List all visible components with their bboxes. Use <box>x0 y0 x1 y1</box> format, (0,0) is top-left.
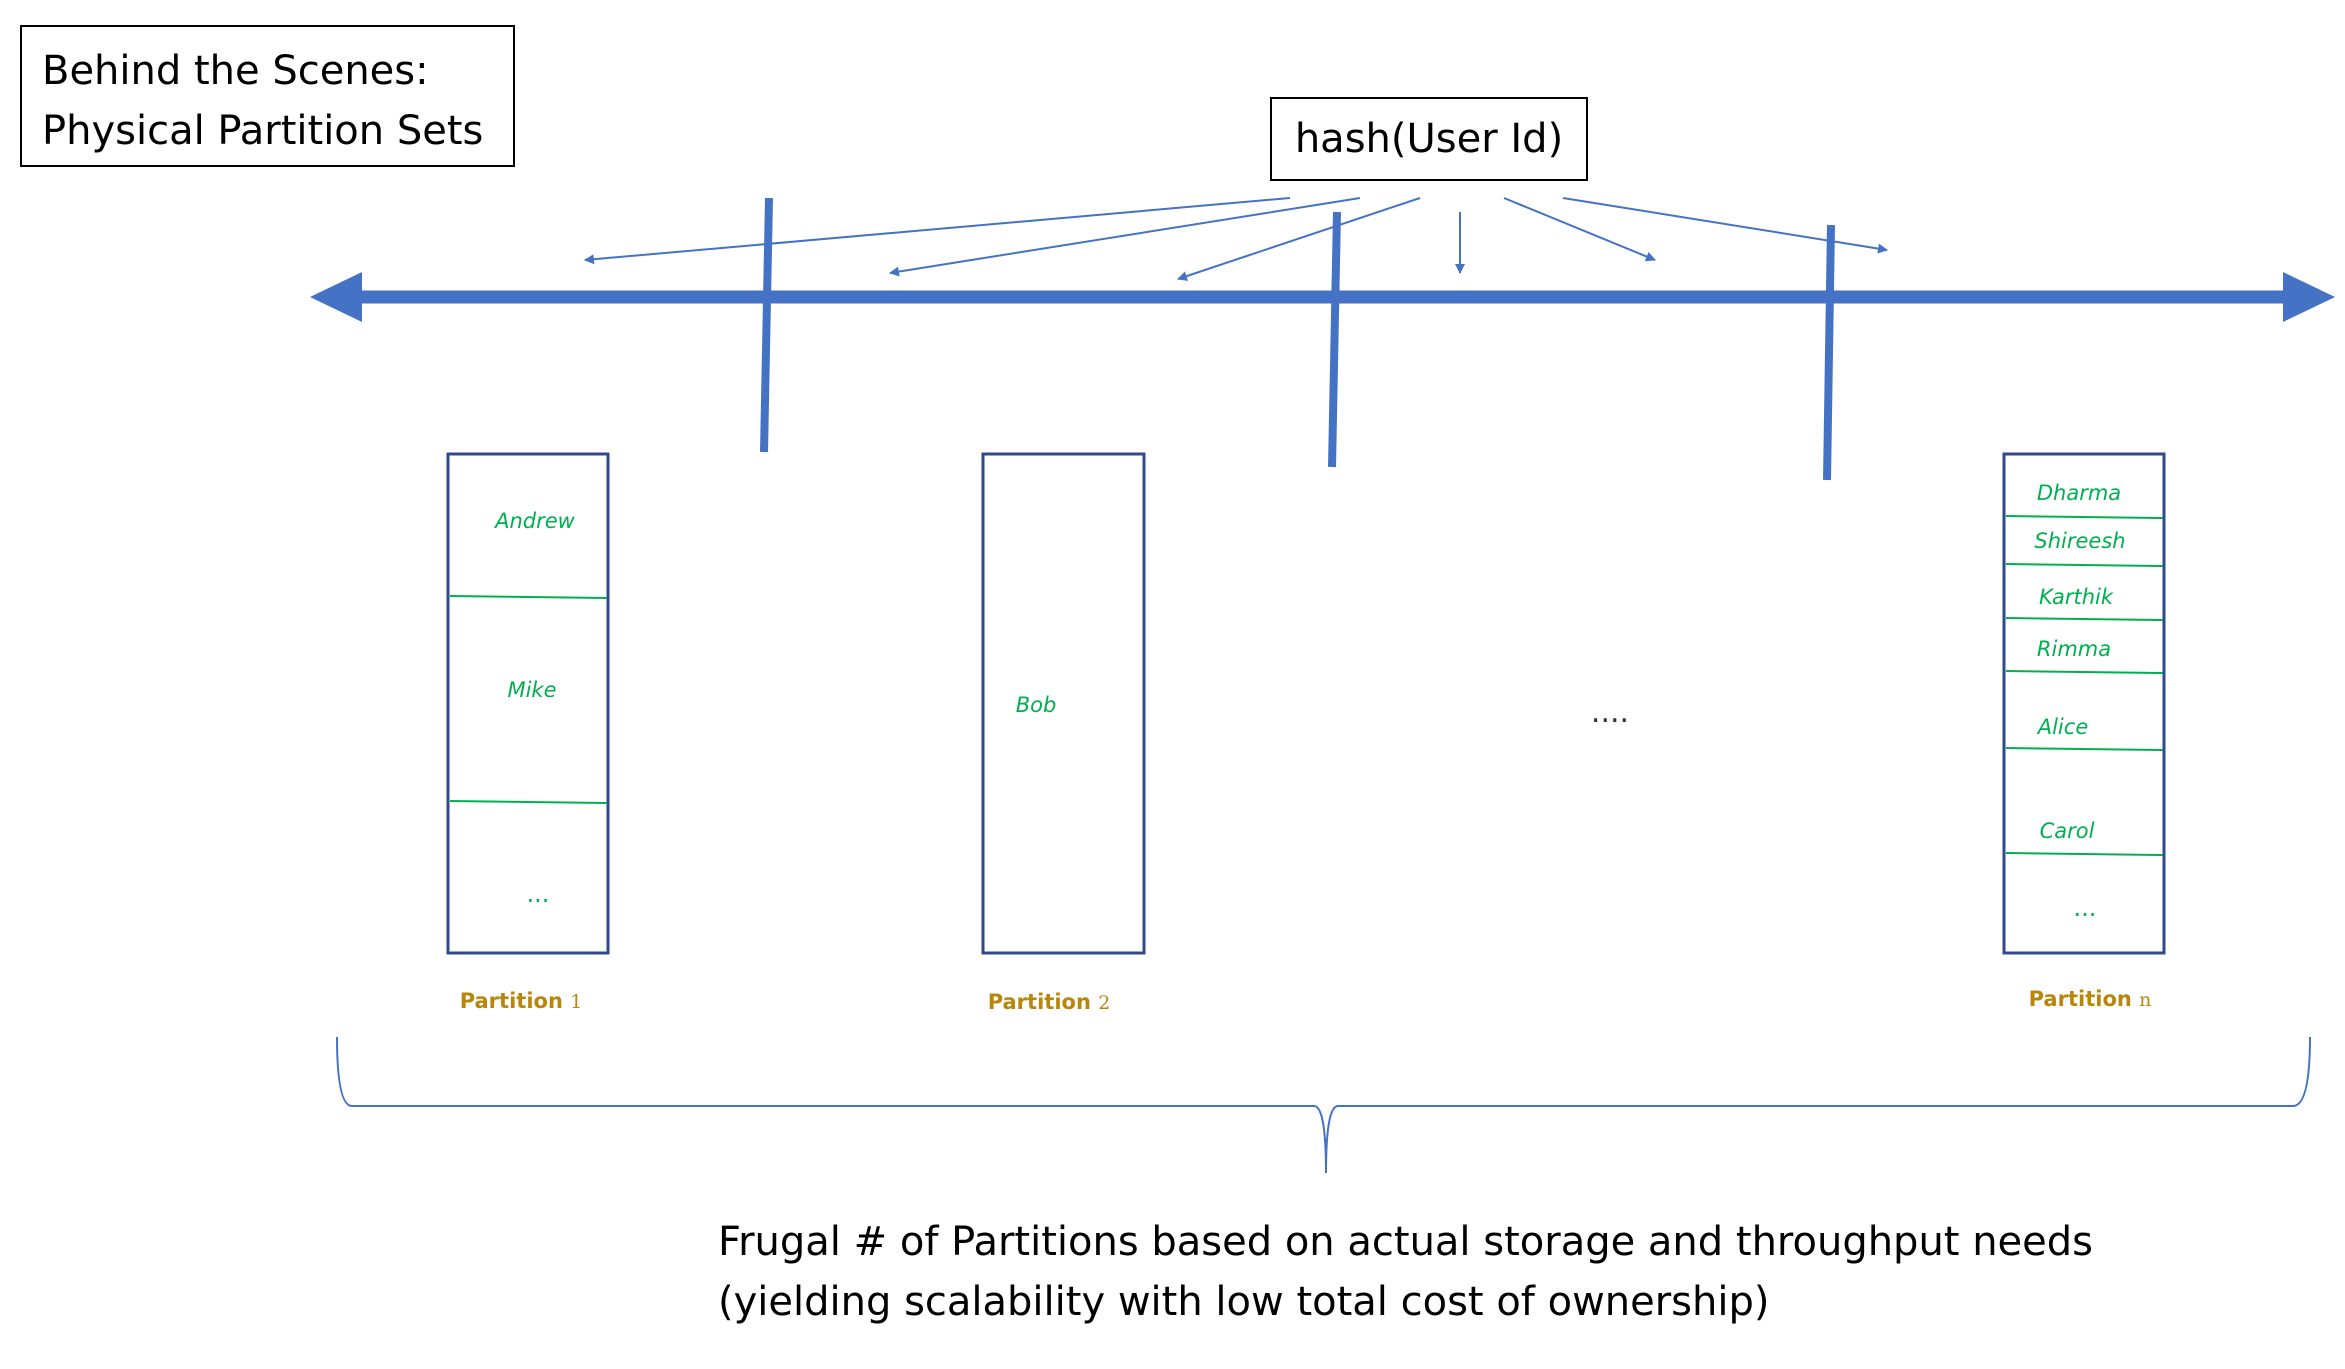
partition-1-box <box>446 452 610 955</box>
hash-arrow-6 <box>1562 197 1888 254</box>
partition-2-box <box>981 452 1146 955</box>
partition-n-index: n <box>2139 989 2151 1011</box>
partition-1-divider <box>449 595 608 599</box>
footer-line-2: (yielding scalability with low total cos… <box>718 1279 1770 1325</box>
partition-n-box <box>2002 452 2166 955</box>
partition-n-entry-shireesh: Shireesh <box>2034 529 2125 553</box>
partition-1-entry-andrew: Andrew <box>493 509 576 533</box>
partition-1-index: 1 <box>570 991 582 1013</box>
partition-n-divider <box>2005 747 2164 751</box>
partition-n-entry-more: ... <box>2074 894 2097 922</box>
hash-arrows <box>584 197 1888 281</box>
partition-set-brace <box>336 1036 2311 1174</box>
partition-1-label-text: Partition <box>460 989 563 1013</box>
hash-arrow-5 <box>1503 197 1656 262</box>
axis-left-arrowhead <box>310 272 362 322</box>
partition-n-divider <box>2005 852 2164 856</box>
range-boundary-2 <box>1328 211 1341 468</box>
range-boundary-3 <box>1823 224 1835 481</box>
partition-n-entry-rimma: Rimma <box>2037 637 2111 661</box>
partition-n-entry-karthik: Karthik <box>2039 585 2114 609</box>
partition-n-divider <box>2005 670 2164 674</box>
partition-n-entry-carol: Carol <box>2040 819 2095 843</box>
partition-2-entry-bob: Bob <box>1016 693 1057 717</box>
partition-1: Andrew Mike ... Partition 1 <box>446 452 610 1013</box>
hash-arrow-3 <box>1177 197 1421 281</box>
axis-right-arrowhead <box>2283 272 2335 322</box>
partition-1-divider <box>449 800 608 804</box>
hash-function-label: hash(User Id) <box>1294 116 1564 162</box>
partition-n-label-text: Partition <box>2029 987 2132 1011</box>
hash-function-box: hash(User Id) <box>1270 97 1588 181</box>
footer-line-1: Frugal # of Partitions based on actual s… <box>718 1219 2093 1265</box>
partition-n-entry-dharma: Dharma <box>2037 481 2121 505</box>
partition-2-label-text: Partition <box>988 990 1091 1014</box>
partition-n-divider <box>2005 563 2164 567</box>
partition-n-entry-alice: Alice <box>2036 715 2089 739</box>
partition-n-divider <box>2005 515 2164 519</box>
title-box: Behind the Scenes: Physical Partition Se… <box>20 25 515 167</box>
partition-n-divider <box>2005 617 2164 621</box>
footer-caption: Frugal # of Partitions based on actual s… <box>718 1212 2218 1332</box>
title-line-1: Behind the Scenes: <box>42 48 429 94</box>
range-boundary-1 <box>760 197 773 453</box>
partition-2-index: 2 <box>1098 992 1110 1014</box>
partition-1-label: Partition 1 <box>460 989 583 1013</box>
title-line-2: Physical Partition Sets <box>42 108 484 154</box>
partition-n: Dharma Shireesh Karthik Rimma Alice Caro… <box>2002 452 2166 1011</box>
partition-gap-ellipsis: .... <box>1591 695 1629 730</box>
partition-n-label: Partition n <box>2029 987 2152 1011</box>
partition-2: Bob Partition 2 <box>981 452 1146 1014</box>
partition-2-label: Partition 2 <box>988 990 1111 1014</box>
partition-1-entry-mike: Mike <box>507 678 556 702</box>
partition-1-entry-more: ... <box>527 880 550 908</box>
hash-arrow-2 <box>889 197 1361 277</box>
hash-arrow-1 <box>584 197 1291 265</box>
